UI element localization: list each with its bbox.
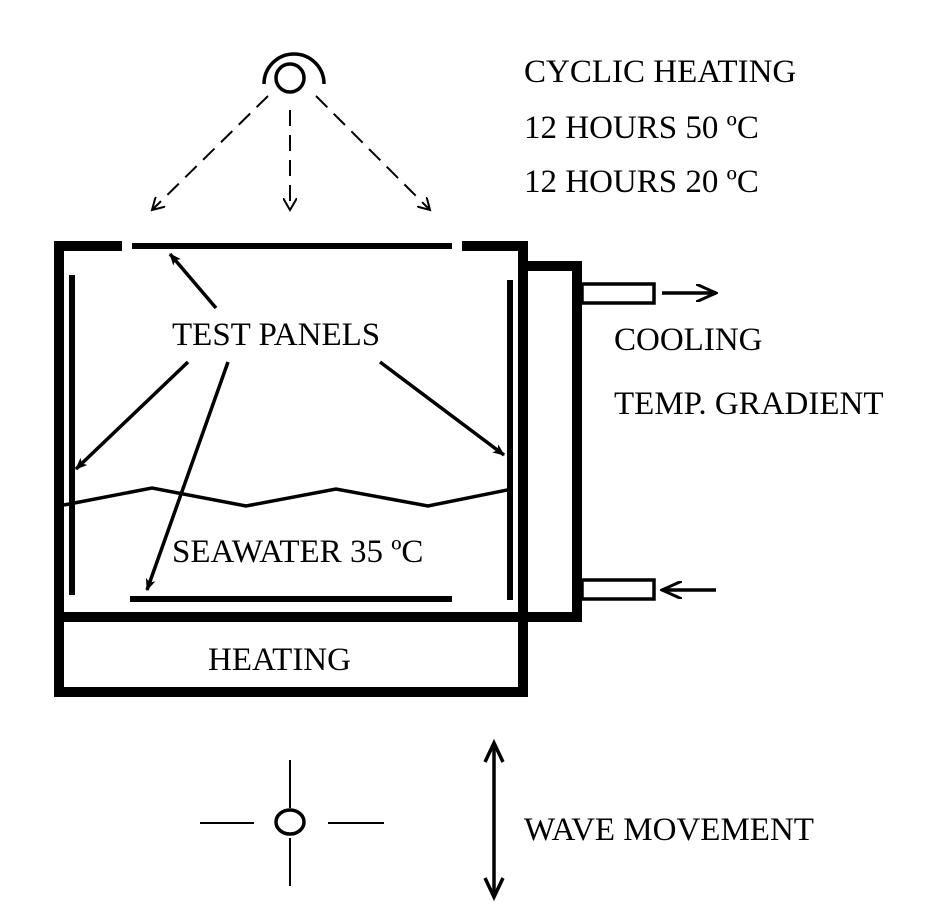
radiant-heat-arrows xyxy=(152,95,430,210)
cycle-low-label: 12 HOURS 20 ºC xyxy=(524,164,759,200)
heat-arrow-right xyxy=(315,95,430,210)
tank xyxy=(54,241,582,697)
wave-movement-label: WAVE MOVEMENT xyxy=(524,812,814,848)
water-surface xyxy=(63,486,513,508)
test-panel-pointers xyxy=(74,252,506,591)
test-panels-label: TEST PANELS xyxy=(172,317,380,353)
cooling-jacket xyxy=(523,261,582,622)
cooling-inlet-pipe xyxy=(580,578,656,601)
lamp-icon xyxy=(262,52,326,94)
pivot-crosshair-icon xyxy=(200,760,384,886)
cooling-label: COOLING xyxy=(614,322,762,358)
seawater-label: SEAWATER 35 ºC xyxy=(172,534,423,570)
test-panels xyxy=(69,243,513,602)
cyclic-heating-label: CYCLIC HEATING xyxy=(524,54,796,90)
heating-label: HEATING xyxy=(208,642,351,678)
heat-arrow-left xyxy=(152,95,269,210)
cycle-high-label: 12 HOURS 50 ºC xyxy=(524,110,759,146)
vertical-double-arrow-icon xyxy=(483,738,505,902)
temp-gradient-label: TEMP. GRADIENT xyxy=(614,386,884,422)
cooling-outlet-pipe xyxy=(580,282,656,305)
